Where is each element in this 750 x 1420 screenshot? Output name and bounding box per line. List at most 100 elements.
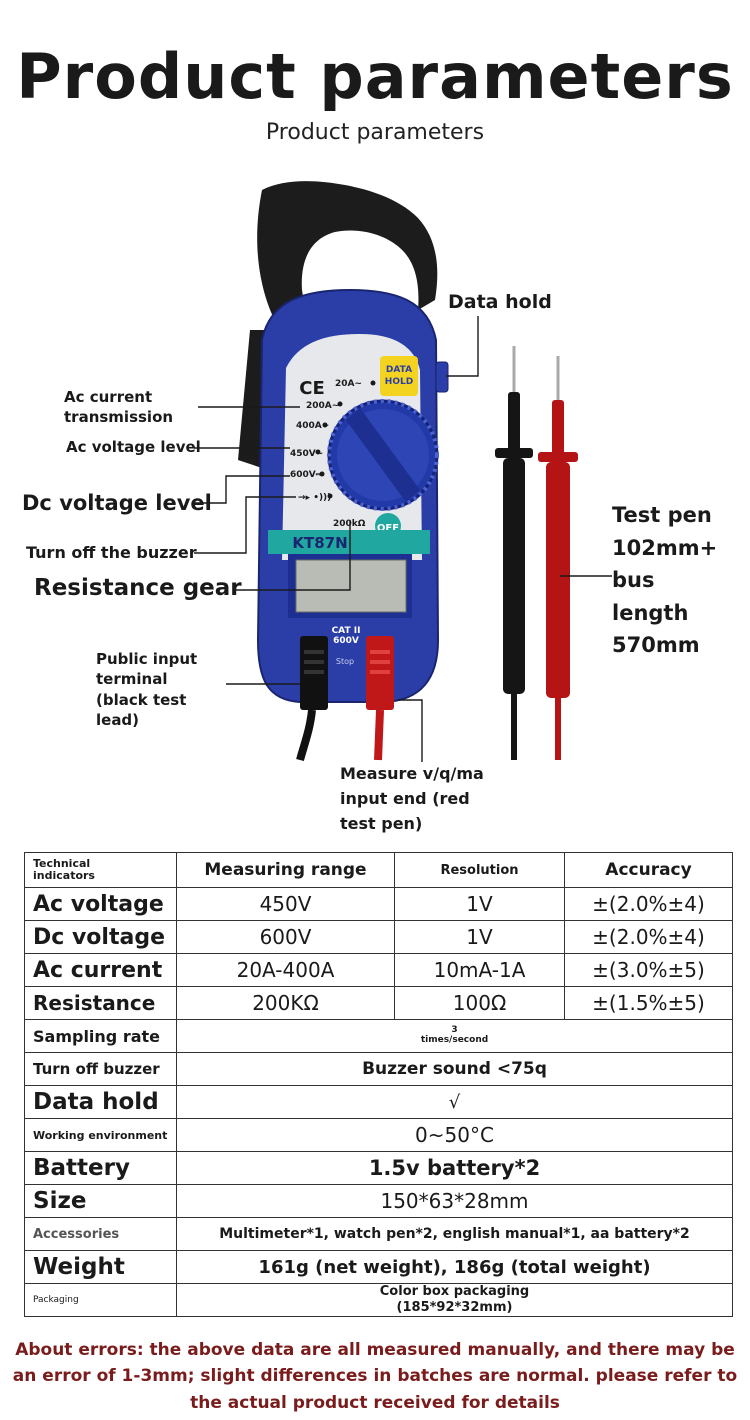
row-value: 150*63*28mm	[176, 1184, 733, 1218]
callout-test-pen-line1: Test pen	[612, 503, 712, 527]
data-hold-key	[380, 356, 418, 396]
error-disclaimer-line2: an error of 1-3mm; slight differences in…	[12, 1366, 738, 1387]
callout-test-pen-line4: length	[612, 600, 689, 625]
row-label: Dc voltage	[24, 920, 177, 954]
data-hold-key-line2: HOLD	[385, 377, 413, 387]
callout-measure-input: Measure v/q/ma input end (red test pen)	[340, 762, 484, 836]
row-value: 0~50°C	[176, 1118, 733, 1152]
dial-mark-200a: 200A~	[306, 401, 339, 411]
table-row: Accessories Multimeter*1, watch pen*2, e…	[24, 1217, 733, 1251]
side-hold-button	[435, 361, 449, 393]
spec-header-label-line2: indicators	[33, 869, 95, 882]
row-accuracy: ±(3.0%±5)	[564, 953, 733, 987]
row-label: Size	[24, 1184, 177, 1218]
callout-common-line2: terminal	[96, 670, 168, 689]
callout-common-line3: (black test	[96, 690, 187, 709]
error-disclaimer-line3: the actual product received for details	[190, 1392, 560, 1413]
table-row: Resistance 200KΩ 100Ω ±(1.5%±5)	[24, 986, 733, 1020]
product-illustration: DATA HOLD CE 20A~ 200A~ 400A~ 450V~ 600V…	[192, 181, 612, 762]
rotary-dial	[327, 399, 439, 511]
row-accuracy: ±(1.5%±5)	[564, 986, 733, 1020]
row-resolution: 100Ω	[394, 986, 565, 1020]
category-voltage: 600V	[333, 636, 359, 646]
callout-common-line1: Public input	[96, 650, 198, 668]
callout-data-hold: Data hold	[448, 291, 552, 313]
spec-header-label: Technical indicators	[24, 852, 177, 888]
spec-header-label-line1: Technical	[33, 856, 91, 870]
callout-ac-current-line1: Ac current	[64, 388, 153, 406]
row-resolution: 10mA-1A	[394, 953, 565, 987]
black-test-probe	[495, 346, 533, 760]
callout-test-pen: Test pen 102mm+ bus length 570mm	[612, 499, 717, 662]
lcd-screen	[295, 559, 407, 613]
table-row: Packaging Color box packaging (185*92*32…	[24, 1283, 733, 1317]
packaging-line2: (185*92*32mm)	[396, 1300, 513, 1315]
row-label: Sampling rate	[24, 1019, 177, 1053]
row-label: Working environment	[24, 1118, 177, 1152]
data-hold-key-line1: DATA	[386, 365, 412, 375]
table-row: Battery 1.5v battery*2	[24, 1151, 733, 1185]
row-value: 161g (net weight), 186g (total weight)	[176, 1250, 733, 1284]
callout-test-pen-line3: bus	[612, 568, 655, 593]
row-range: 450V	[176, 887, 395, 921]
callout-dc-voltage: Dc voltage level	[22, 491, 212, 515]
table-row: Sampling rate 3 times/second	[24, 1019, 733, 1053]
stop-text: Stop	[336, 657, 354, 666]
row-accuracy: ±(2.0%±4)	[564, 887, 733, 921]
callout-common-terminal: Public input terminal (black test lead)	[96, 649, 197, 730]
row-accuracy: ±(2.0%±4)	[564, 920, 733, 954]
row-resolution: 1V	[394, 920, 565, 954]
row-label: Accessories	[24, 1217, 177, 1251]
category-label: CAT II	[332, 626, 361, 636]
ce-mark: CE	[299, 378, 325, 399]
table-row: Weight 161g (net weight), 186g (total we…	[24, 1250, 733, 1284]
spec-header-resolution: Resolution	[394, 852, 565, 888]
callout-common-line4: lead)	[96, 710, 140, 729]
row-range: 200KΩ	[176, 986, 395, 1020]
page-title: Product parameters	[16, 40, 734, 113]
row-label: Resistance	[24, 986, 177, 1020]
spec-header-accuracy: Accuracy	[564, 852, 733, 888]
spec-header-range: Measuring range	[176, 852, 395, 888]
red-test-probe	[538, 356, 578, 760]
page-subtitle: Product parameters	[265, 120, 485, 145]
dial-mark-450v: 450V~	[290, 449, 323, 459]
table-row: Ac voltage 450V 1V ±(2.0%±4)	[24, 887, 733, 921]
row-value: Multimeter*1, watch pen*2, english manua…	[176, 1217, 733, 1251]
spec-table: Technical indicators Measuring range Res…	[24, 852, 733, 1317]
table-row: Turn off buzzer Buzzer sound <75q	[24, 1052, 733, 1086]
sampling-rate-number: 3	[451, 1025, 458, 1036]
dial-mark-off: OFF	[377, 523, 399, 534]
row-value: √	[176, 1085, 733, 1119]
row-label: Battery	[24, 1151, 177, 1185]
dial-mark-20a: 20A~	[335, 379, 362, 389]
row-range: 600V	[176, 920, 395, 954]
callout-resistance: Resistance gear	[34, 575, 242, 601]
callout-ac-current: Ac current transmission	[64, 387, 173, 428]
error-disclaimer: About errors: the above data are all mea…	[12, 1337, 738, 1416]
callout-lines	[192, 316, 612, 762]
table-row: Dc voltage 600V 1V ±(2.0%±4)	[24, 920, 733, 954]
row-value: Color box packaging (185*92*32mm)	[176, 1283, 733, 1317]
row-label: Ac voltage	[24, 887, 177, 921]
callout-measure-line3: test pen)	[340, 813, 423, 833]
table-row: Working environment 0~50°C	[24, 1118, 733, 1152]
row-value: Buzzer sound <75q	[176, 1052, 733, 1086]
callout-measure-line1: Measure v/q/ma	[340, 764, 484, 783]
dial-mark-400a: 400A~	[296, 421, 329, 431]
callout-ac-voltage: Ac voltage level	[66, 438, 201, 456]
row-label: Packaging	[24, 1283, 177, 1317]
callout-ac-current-line2: transmission	[64, 408, 174, 427]
callout-test-pen-line5: 570mm	[612, 633, 700, 658]
model-band	[268, 530, 430, 554]
spec-header-row: Technical indicators Measuring range Res…	[24, 852, 733, 888]
dial-mark-buzzer: →▸ •)))	[298, 493, 331, 503]
red-cable	[374, 709, 384, 761]
error-disclaimer-line1: About errors: the above data are all mea…	[15, 1340, 735, 1360]
row-resolution: 1V	[394, 887, 565, 921]
callout-test-pen-line2: 102mm+	[612, 535, 718, 560]
row-label: Weight	[24, 1250, 177, 1284]
dial-mark-600v: 600V⎓	[290, 470, 324, 480]
row-value: 1.5v battery*2	[176, 1151, 733, 1185]
row-label: Ac current	[24, 953, 177, 987]
